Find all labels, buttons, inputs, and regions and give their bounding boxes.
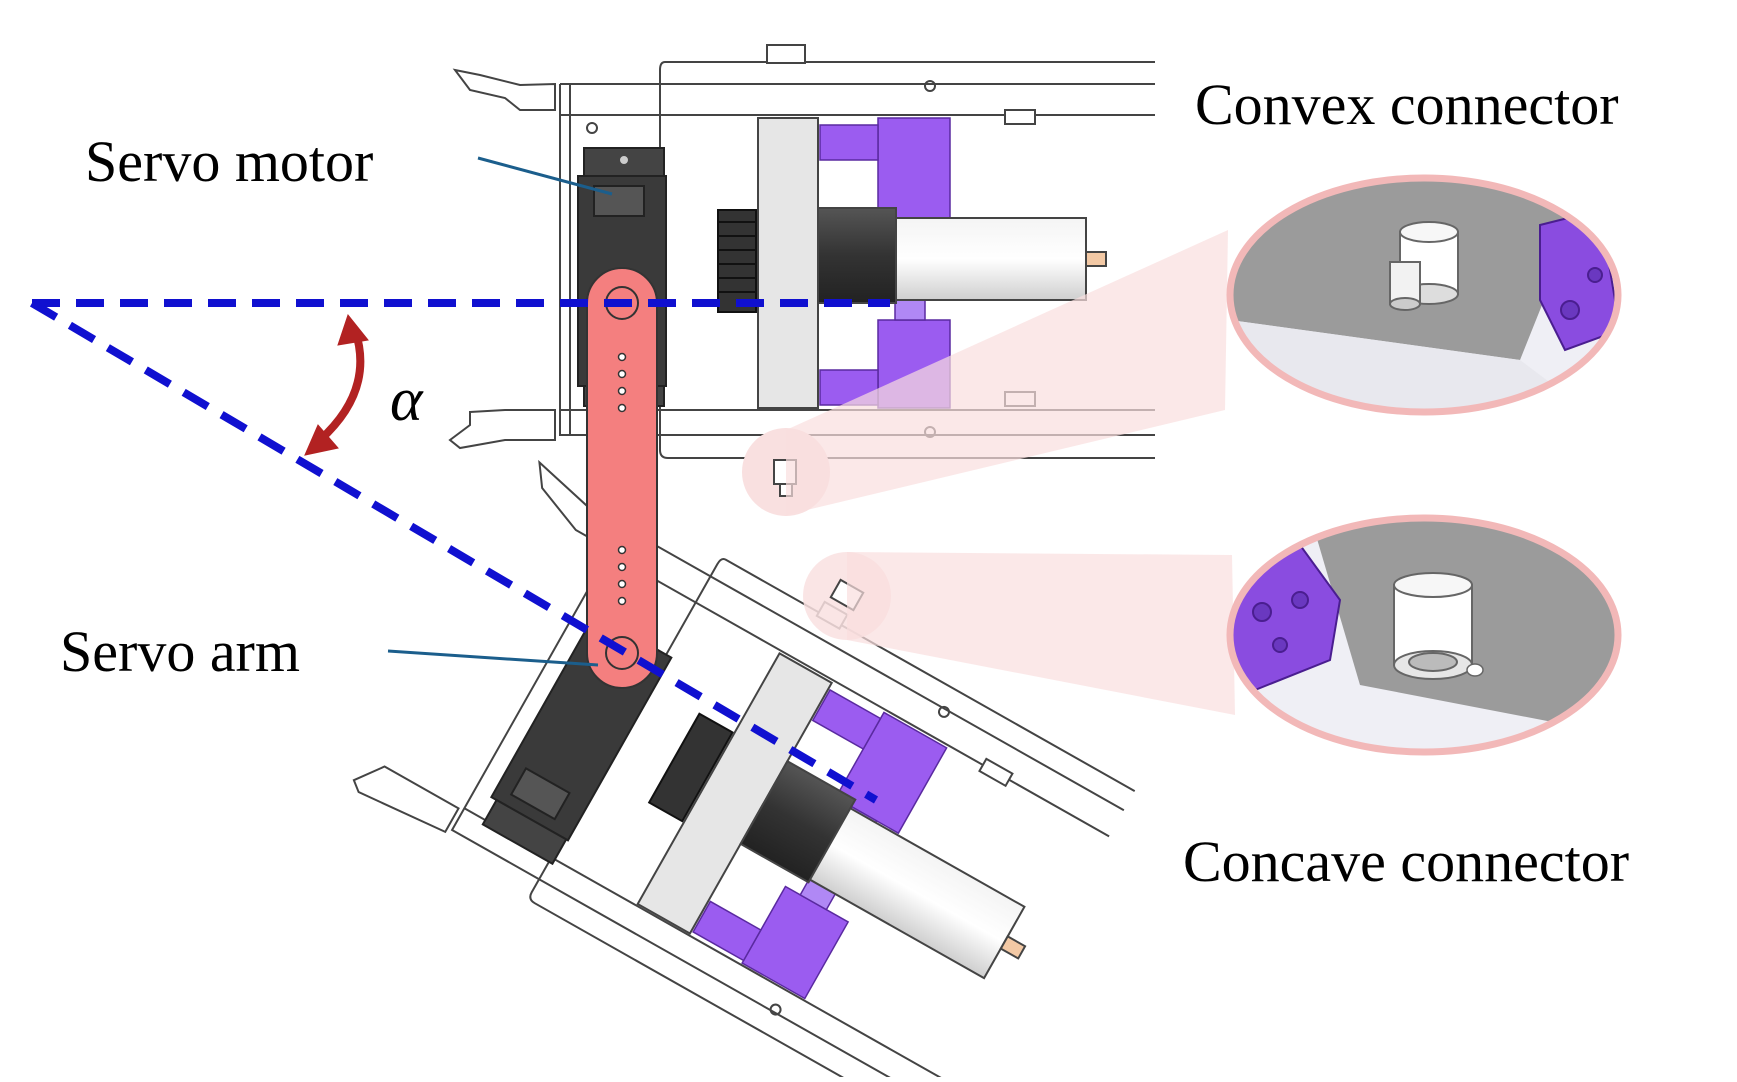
- angle-arrow: [304, 313, 369, 456]
- lower-dc-motor: [808, 806, 1026, 980]
- lower-module: [352, 459, 1136, 1082]
- servo-motor-callout: [477, 156, 613, 196]
- convex-connector-label: Convex connector: [1195, 72, 1619, 137]
- servo-arm-label: Servo arm: [60, 619, 300, 684]
- reference-lines: [29, 299, 890, 804]
- servo-motor-label: Servo motor: [85, 129, 373, 194]
- lower-gear: [647, 712, 734, 823]
- concave-connector-label: Concave connector: [1183, 829, 1629, 894]
- convex-connector-detail: [1226, 174, 1622, 416]
- upper-motor-gearbox: [817, 207, 897, 304]
- servo-arm-callout: [387, 649, 599, 667]
- convex-magnifier-beam: [786, 230, 1228, 515]
- angle-label: α: [390, 366, 424, 434]
- concave-connector-detail: [1226, 514, 1622, 756]
- rotated-reference-line: [29, 299, 879, 804]
- concave-magnifier-beam: [847, 552, 1235, 715]
- servo-arm: [586, 267, 658, 689]
- upper-dc-motor: [895, 217, 1087, 301]
- upper-gear: [717, 209, 757, 313]
